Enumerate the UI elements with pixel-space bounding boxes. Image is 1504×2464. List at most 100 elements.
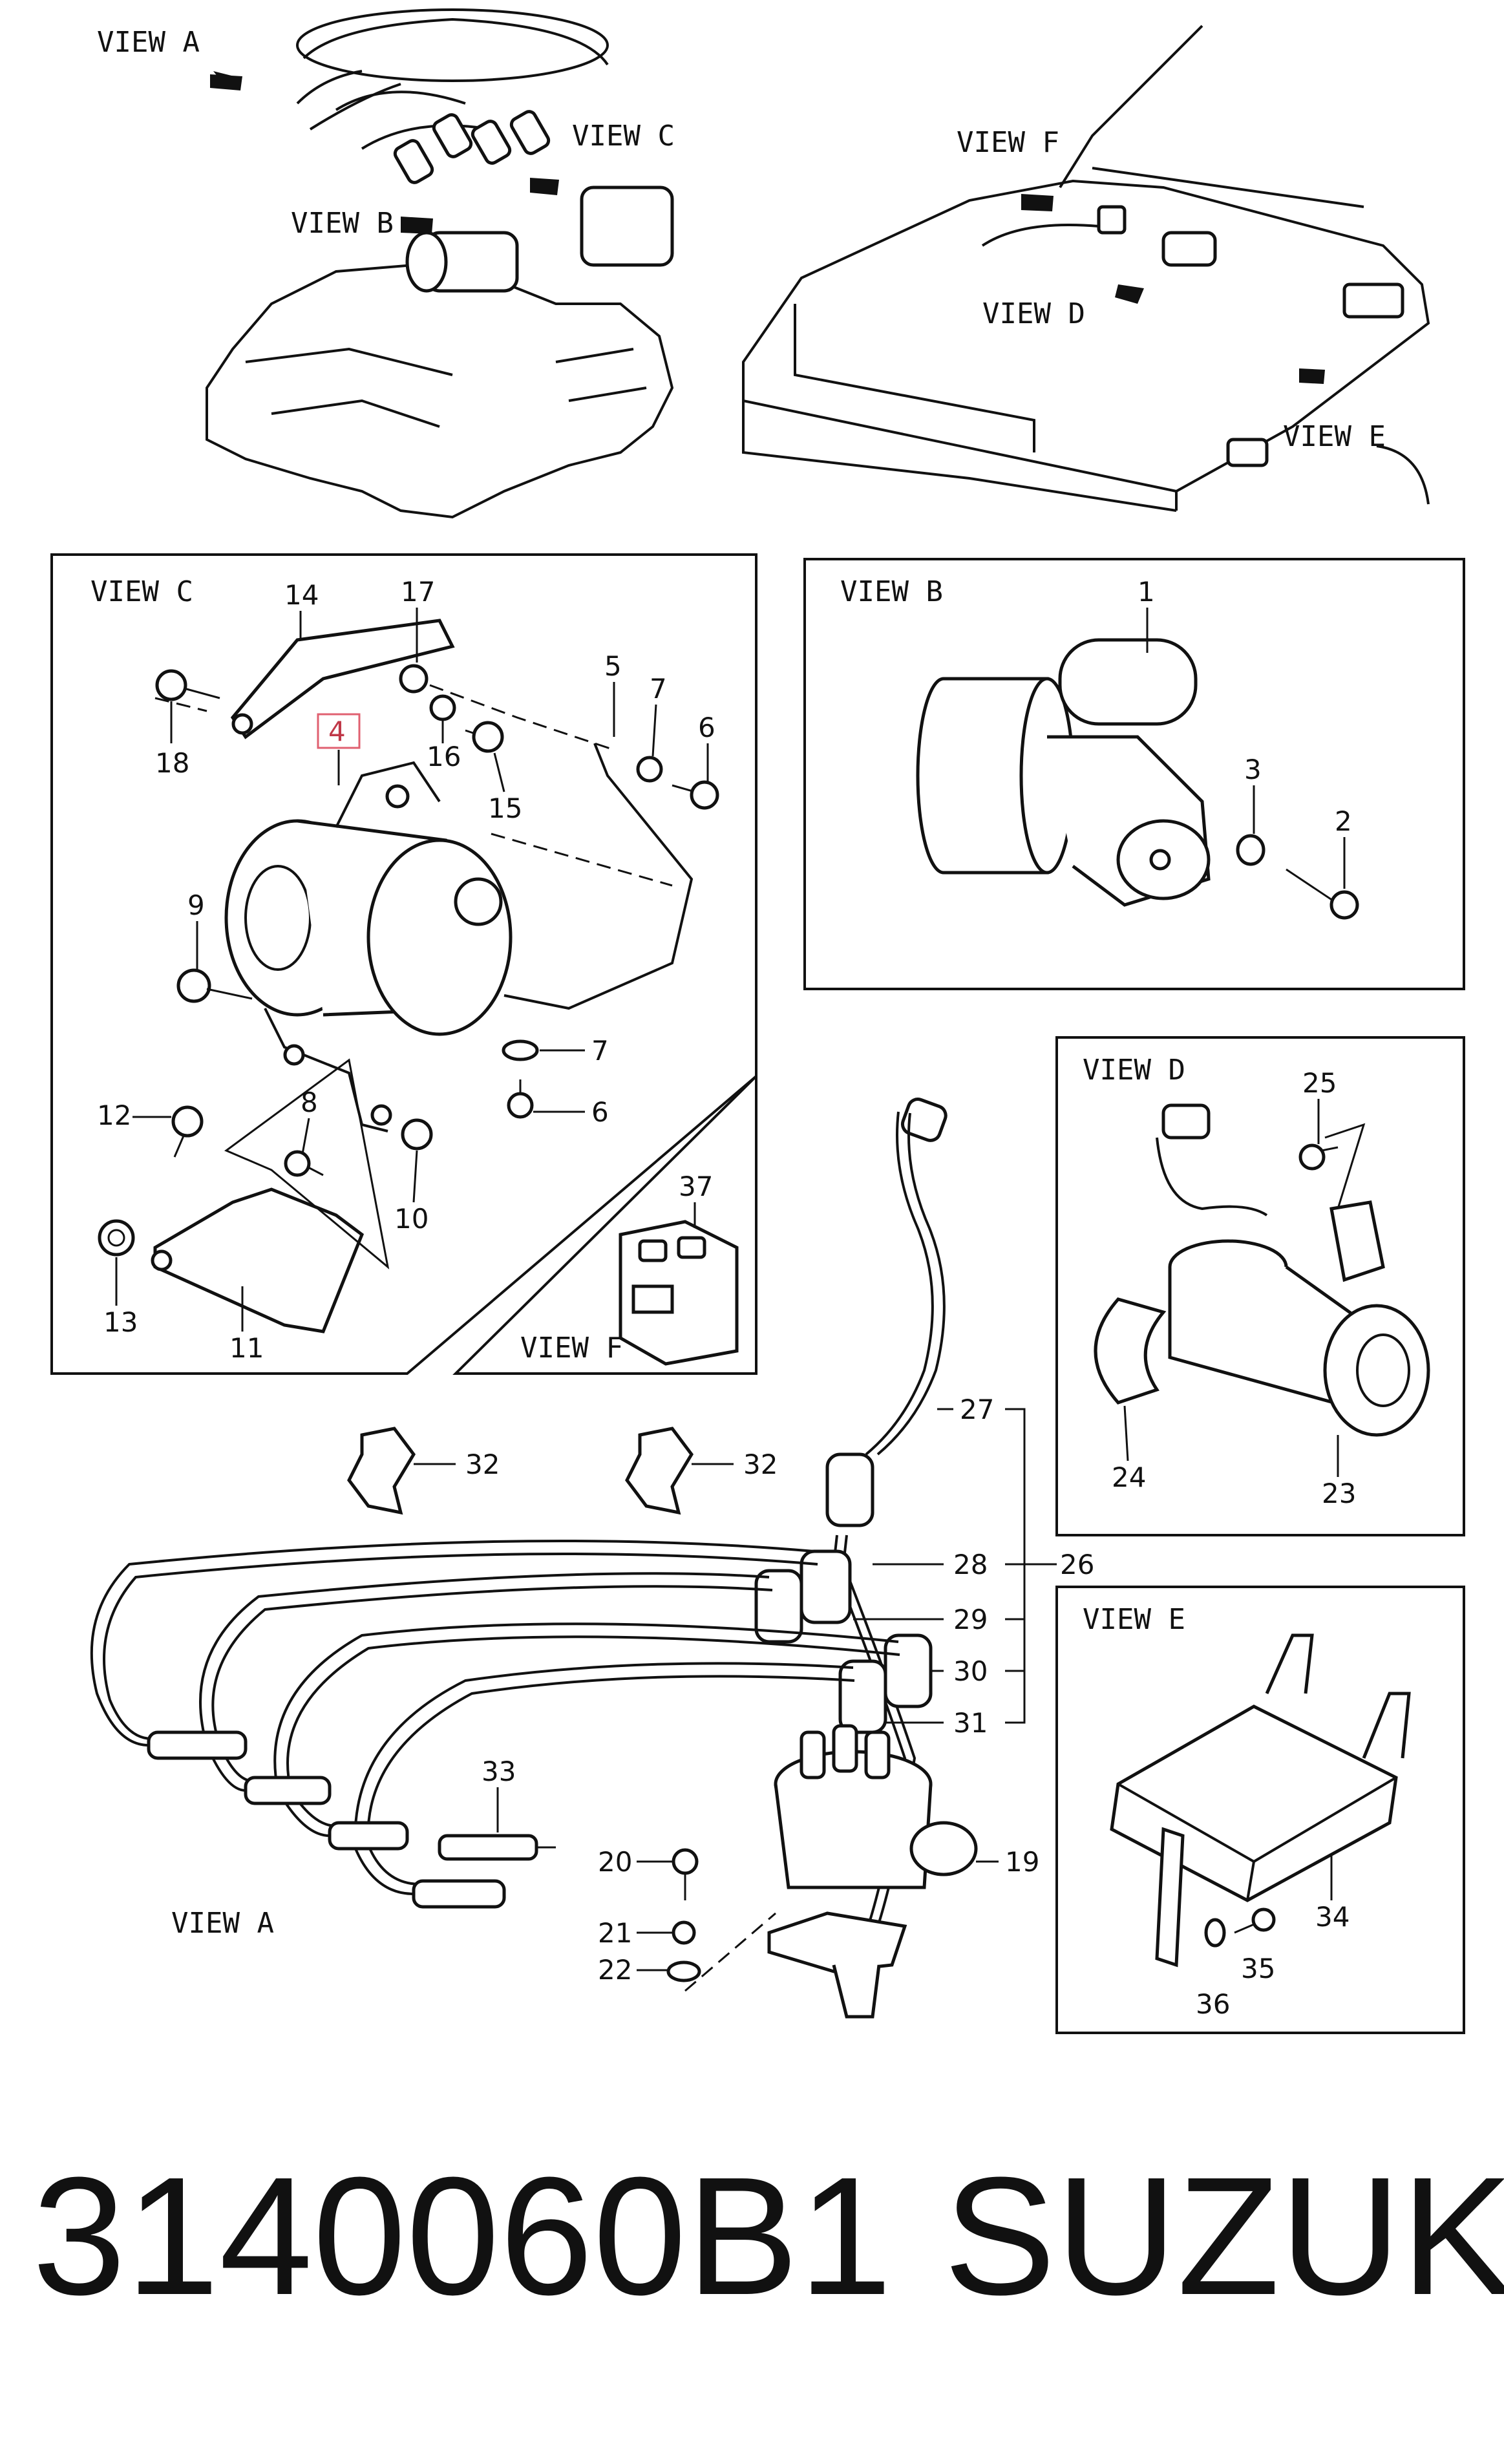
callout-22[interactable]: 22 [598, 1954, 632, 1986]
callout-19[interactable]: 19 [1005, 1846, 1039, 1878]
connector-illustration [1156, 1103, 1268, 1216]
spark-plug-boots-top [393, 110, 551, 184]
view-f-panel-label: VIEW F [520, 1332, 623, 1365]
callout-9[interactable]: 9 [187, 889, 205, 921]
callout-7-upper[interactable]: 7 [650, 673, 667, 705]
brand-name: SUZUKI [944, 2143, 1504, 2330]
callout-1[interactable]: 1 [1138, 576, 1155, 608]
callout-15[interactable]: 15 [488, 792, 522, 824]
callout-18[interactable]: 18 [155, 747, 189, 779]
bolt-18 [155, 669, 220, 701]
spark-plug-33 [438, 1834, 556, 1861]
view-f-arrow [1021, 194, 1054, 211]
callout-25[interactable]: 25 [1302, 1067, 1337, 1099]
washer-36 [1204, 1918, 1226, 1948]
distributor-19-illustration [767, 1724, 978, 2019]
bolt-2 [1286, 868, 1359, 920]
view-e-label-top: VIEW E [1283, 420, 1386, 453]
view-d-panel-label: VIEW D [1083, 1054, 1185, 1087]
callout-21[interactable]: 21 [598, 1917, 632, 1949]
callout-4[interactable]: 4 [328, 716, 346, 747]
view-d-panel: VIEW D 25 24 23 [1055, 1036, 1465, 1536]
callout-31[interactable]: 31 [953, 1707, 988, 1739]
callout-2[interactable]: 2 [1335, 805, 1352, 837]
washer-21 [672, 1920, 696, 1945]
alternator-illustration [224, 761, 513, 1132]
nut-13 [98, 1219, 135, 1257]
view-c-panel: VIEW C [50, 553, 757, 1375]
ignition-coil-23-illustration [1168, 1200, 1430, 1437]
view-c-panel-label: VIEW C [90, 575, 193, 608]
view-e-panel-label: VIEW E [1083, 1603, 1185, 1636]
callout-29[interactable]: 29 [953, 1604, 988, 1635]
coil-bracket-24-illustration [1094, 1297, 1167, 1405]
callout-34[interactable]: 34 [1315, 1901, 1350, 1933]
callout-36[interactable]: 36 [1196, 1988, 1230, 2020]
adjust-bracket-illustration [230, 619, 455, 739]
callout-6-upper[interactable]: 6 [698, 712, 715, 743]
view-c-label-top: VIEW C [572, 120, 675, 153]
cord-clamps-32 [347, 1427, 694, 1515]
part-number: 3140060B1 [32, 2143, 893, 2330]
callout-23[interactable]: 23 [1322, 1478, 1356, 1509]
callout-26-bracket [1005, 1408, 1057, 1724]
callout-3[interactable]: 3 [1244, 754, 1262, 785]
callout-14[interactable]: 14 [284, 579, 319, 611]
view-b-label-top: VIEW B [291, 207, 394, 240]
view-e-panel: VIEW E 34 35 36 [1055, 1586, 1465, 2034]
car-body-overview-illustration [742, 25, 1430, 512]
callout-11[interactable]: 11 [229, 1332, 264, 1364]
callout-32-left[interactable]: 32 [465, 1449, 500, 1480]
bolt-6-lower [507, 1079, 534, 1119]
callout-35[interactable]: 35 [1241, 1953, 1275, 1984]
bolt-15 [465, 721, 504, 753]
washer-22 [666, 1960, 701, 1982]
bolt-9 [176, 968, 253, 1003]
view-c-arrow [530, 178, 559, 195]
bolt-8 [284, 1150, 324, 1177]
bolt-12 [171, 1105, 204, 1158]
view-b-panel: VIEW B 1 3 2 [803, 558, 1465, 990]
bolt-6-upper [672, 780, 719, 810]
view-a-label-bottom: VIEW A [171, 1907, 274, 1940]
callout-17[interactable]: 17 [401, 576, 435, 608]
nut-10 [401, 1118, 433, 1151]
igniter-37-illustration [619, 1220, 739, 1366]
view-e-arrow [1299, 368, 1325, 384]
callout-24[interactable]: 24 [1112, 1461, 1146, 1493]
callout-10[interactable]: 10 [394, 1203, 429, 1235]
view-a-label-top: VIEW A [97, 26, 200, 59]
screw-35 [1234, 1907, 1276, 1934]
callout-27[interactable]: 27 [960, 1394, 994, 1425]
callout-12[interactable]: 12 [97, 1099, 131, 1131]
view-f-panel: VIEW F 37 [452, 1073, 757, 1375]
washer-7-lower [502, 1039, 539, 1061]
bolt-25 [1298, 1143, 1339, 1171]
callout-33[interactable]: 33 [482, 1756, 516, 1787]
callout-5[interactable]: 5 [604, 650, 622, 682]
starter-motor-illustration [916, 638, 1211, 907]
callout-20[interactable]: 20 [598, 1846, 632, 1878]
view-b-arrow [401, 217, 433, 234]
callout-37[interactable]: 37 [679, 1171, 713, 1202]
callout-26[interactable]: 26 [1060, 1549, 1094, 1580]
view-b-panel-label: VIEW B [840, 575, 943, 608]
callout-8[interactable]: 8 [301, 1087, 318, 1118]
nut-16 [429, 694, 456, 721]
view-d-arrow [1115, 284, 1144, 304]
view-f-label-top: VIEW F [957, 126, 1059, 159]
view-d-label-top: VIEW D [982, 297, 1085, 330]
bushing-3 [1236, 834, 1266, 866]
bolt-20 [672, 1848, 699, 1900]
callout-4-highlight-box [317, 713, 361, 749]
callout-16[interactable]: 16 [427, 741, 461, 772]
callout-7-lower[interactable]: 7 [591, 1035, 609, 1067]
callout-30[interactable]: 30 [953, 1655, 988, 1687]
callout-32-right[interactable]: 32 [743, 1449, 778, 1480]
bracket-5-illustration [503, 743, 694, 1010]
callout-28[interactable]: 28 [953, 1549, 988, 1580]
engine-overview-illustration [206, 8, 674, 519]
callout-13[interactable]: 13 [103, 1306, 138, 1338]
callout-6-lower[interactable]: 6 [591, 1096, 609, 1128]
